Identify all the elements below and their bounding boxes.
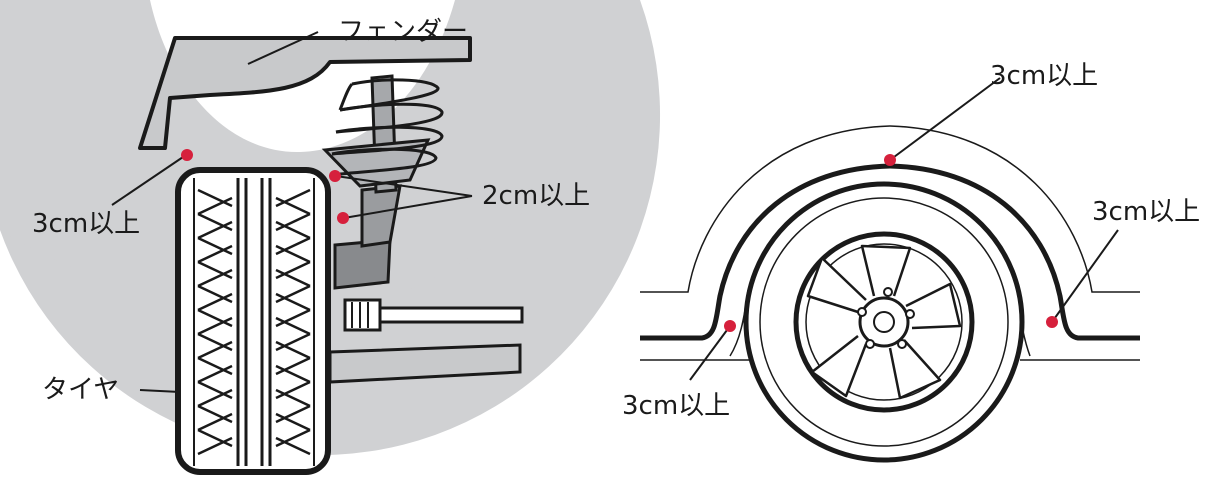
rim-spokes (806, 244, 962, 400)
center-cap (873, 311, 895, 333)
marker-fender-gap (181, 149, 193, 161)
lug-nut (857, 307, 867, 317)
label-fender-gap: 3cm以上 (32, 209, 140, 239)
right-leader-lines (689, 77, 1119, 381)
background-ring-outer (0, 0, 632, 312)
marker-arch-top (884, 154, 896, 166)
marker-spring-gap-2 (337, 212, 349, 224)
tire (175, 167, 331, 475)
tire-sidewall (759, 197, 1009, 447)
lug-nut (905, 309, 915, 319)
label-arch-right-gap: 3cm以上 (1092, 197, 1200, 227)
lug-nut (897, 339, 907, 349)
label-spring-gap: 2cm以上 (482, 181, 590, 211)
marker-arch-right (1046, 316, 1058, 328)
marker-arch-left (724, 320, 736, 332)
label-arch-top-gap: 3cm以上 (990, 61, 1098, 91)
right-wheel-arch-view: 3cm以上 3cm以上 3cm以上 (622, 61, 1200, 463)
left-suspension-view: フェンダー 3cm以上 2cm以上 タイヤ (0, 0, 661, 475)
marker-spring-gap-1 (329, 170, 341, 182)
fender (138, 36, 472, 150)
shaft-boot (343, 298, 382, 332)
rim-inner (805, 243, 963, 401)
label-fender: フェンダー (338, 17, 468, 47)
drive-shaft (378, 306, 524, 324)
label-tire: タイヤ (42, 375, 119, 405)
lug-nut (865, 339, 875, 349)
left-leader-lines (111, 31, 473, 393)
coil-spring (331, 78, 444, 176)
lug-nut (883, 287, 893, 297)
label-arch-left-gap: 3cm以上 (622, 391, 730, 421)
body-outline-thin (640, 125, 1140, 293)
